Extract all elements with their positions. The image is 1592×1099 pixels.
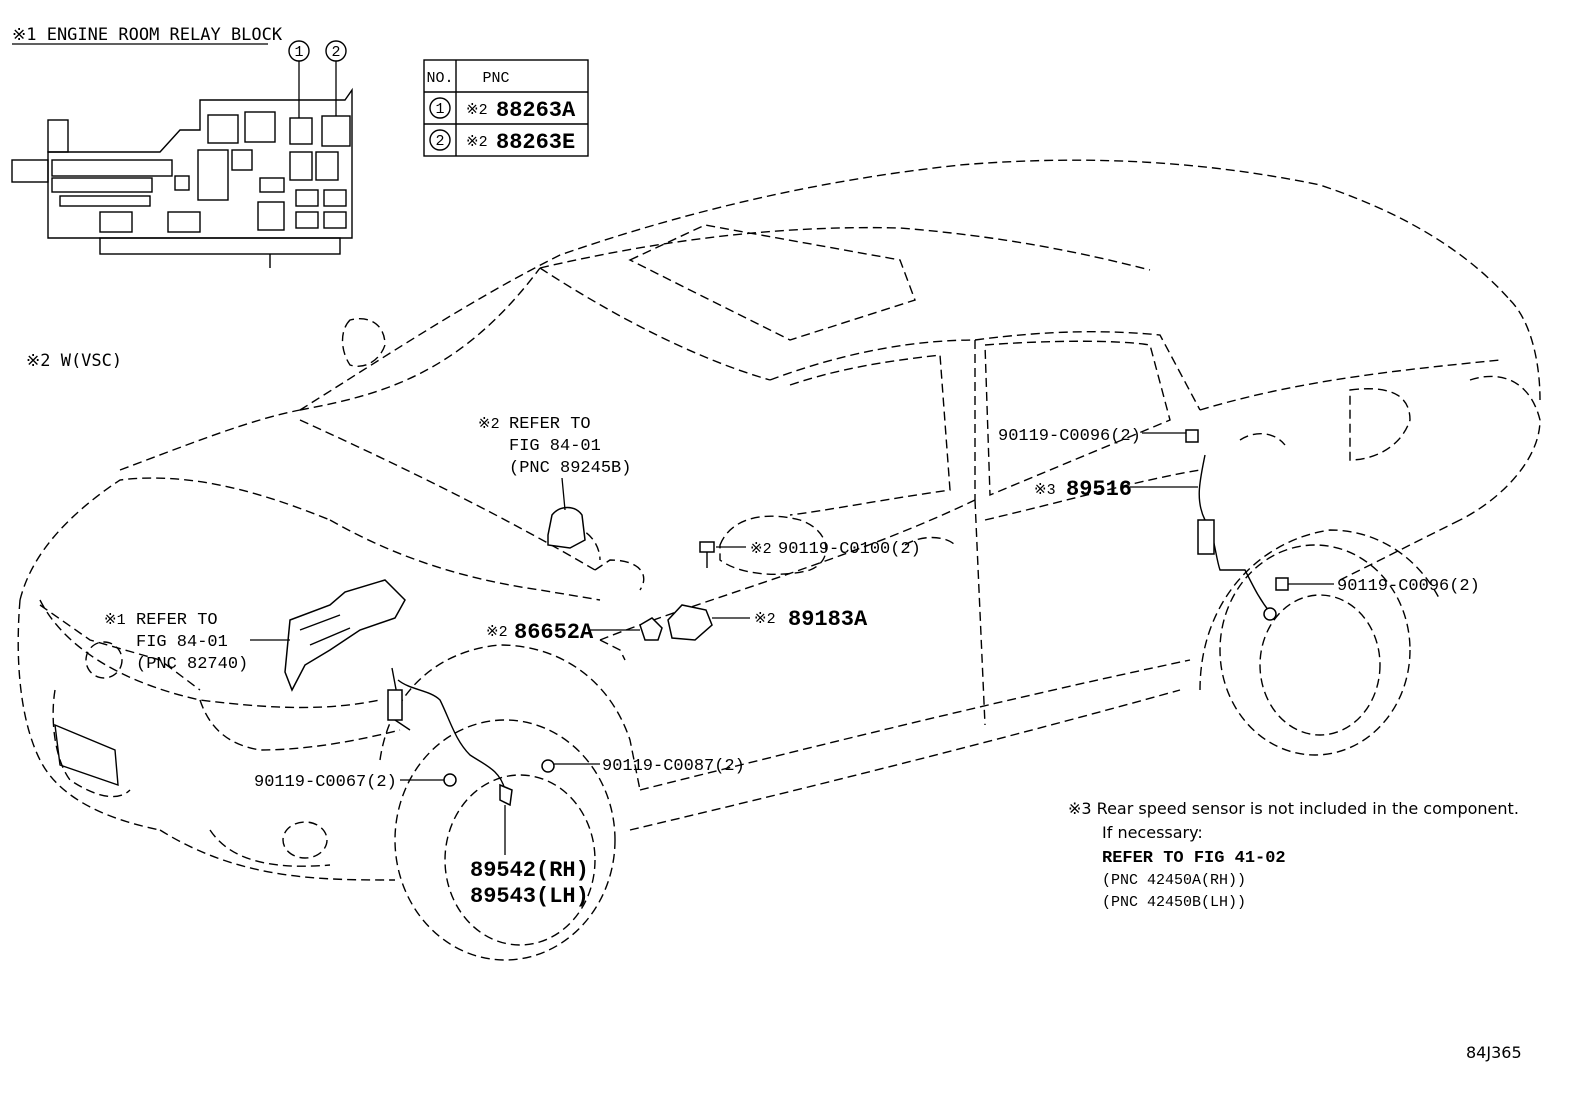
part-86652a-mark: ※2 xyxy=(486,624,508,641)
refer-89245b-line1: REFER TO xyxy=(509,415,591,434)
part-89183a-pnc: 89183A xyxy=(788,607,868,632)
part-89183a-mark: ※2 xyxy=(754,611,776,628)
pnc-table-header-no: NO. xyxy=(426,70,453,87)
relay-callout-1: 1 xyxy=(294,44,303,61)
bolt-c0096-rear-label: 90119-C0096(2) xyxy=(1337,577,1480,596)
pnc-table xyxy=(423,59,589,157)
pnc-table-row-1-pnc: 88263A xyxy=(496,98,576,123)
part-86652a-pnc: 86652A xyxy=(514,620,594,645)
pnc-table-row-1-mark: ※2 xyxy=(466,102,488,119)
relay-callout-2: 2 xyxy=(331,44,340,61)
pnc-table-row-1-no: 1 xyxy=(435,101,444,118)
refer-82740-line1: REFER TO xyxy=(136,611,218,630)
refer-82740-line2: FIG 84-01 xyxy=(136,633,228,652)
figure-code: 84J365 xyxy=(1466,1043,1522,1062)
pnc-table-row-2-no: 2 xyxy=(435,133,444,150)
refer-82740-line3: (PNC 82740) xyxy=(136,655,248,674)
sensor-89516-mark: ※3 xyxy=(1034,482,1056,499)
refer-89245b-mark: ※2 xyxy=(478,416,500,433)
pnc-table-row-2-pnc: 88263E xyxy=(496,130,575,155)
sensor-rh-label: 89542(RH) xyxy=(470,858,589,883)
refer-89245b-line3: (PNC 89245B) xyxy=(509,459,631,478)
pnc-table-row-2-mark: ※2 xyxy=(466,134,488,151)
relay-block-title: ※1 ENGINE ROOM RELAY BLOCK xyxy=(12,25,283,45)
part-89183a xyxy=(667,604,713,641)
bolt-c0100-mark: ※2 xyxy=(750,541,772,558)
footnote-line4: (PNC 42450A(RH)) xyxy=(1102,872,1246,889)
part-89245b-sensor xyxy=(547,477,586,549)
bolt-c0100 xyxy=(699,541,715,568)
part-86652a xyxy=(639,617,663,641)
engine-room-relay-block xyxy=(11,40,353,268)
front-speed-sensor-harness xyxy=(387,667,555,807)
sensor-89516-pnc: 89516 xyxy=(1066,477,1132,502)
refer-82740-mark: ※1 xyxy=(104,612,126,629)
refer-89245b-line2: FIG 84-01 xyxy=(509,437,601,456)
footnote-line1: ※3 Rear speed sensor is not included in … xyxy=(1068,799,1519,818)
part-82740-module xyxy=(284,579,406,692)
bolt-c0067-label: 90119-C0067(2) xyxy=(254,773,397,792)
bolt-c0087-label: 90119-C0087(2) xyxy=(602,757,745,776)
pnc-table-header-pnc: PNC xyxy=(482,70,509,87)
bolt-c0096-top-label: 90119-C0096(2) xyxy=(998,427,1141,446)
vsc-note: ※2 W(VSC) xyxy=(26,351,122,371)
sensor-lh-label: 89543(LH) xyxy=(470,884,589,909)
rear-speed-sensor-harness xyxy=(1185,429,1289,621)
footnote-line3: REFER TO FIG 41-02 xyxy=(1102,849,1286,868)
footnote-line2: If necessary: xyxy=(1102,823,1203,842)
footnote-line5: (PNC 42450B(LH)) xyxy=(1102,894,1246,911)
bolt-c0100-pnc: 90119-C0100(2) xyxy=(778,540,921,559)
car-body-outline xyxy=(17,159,1541,961)
